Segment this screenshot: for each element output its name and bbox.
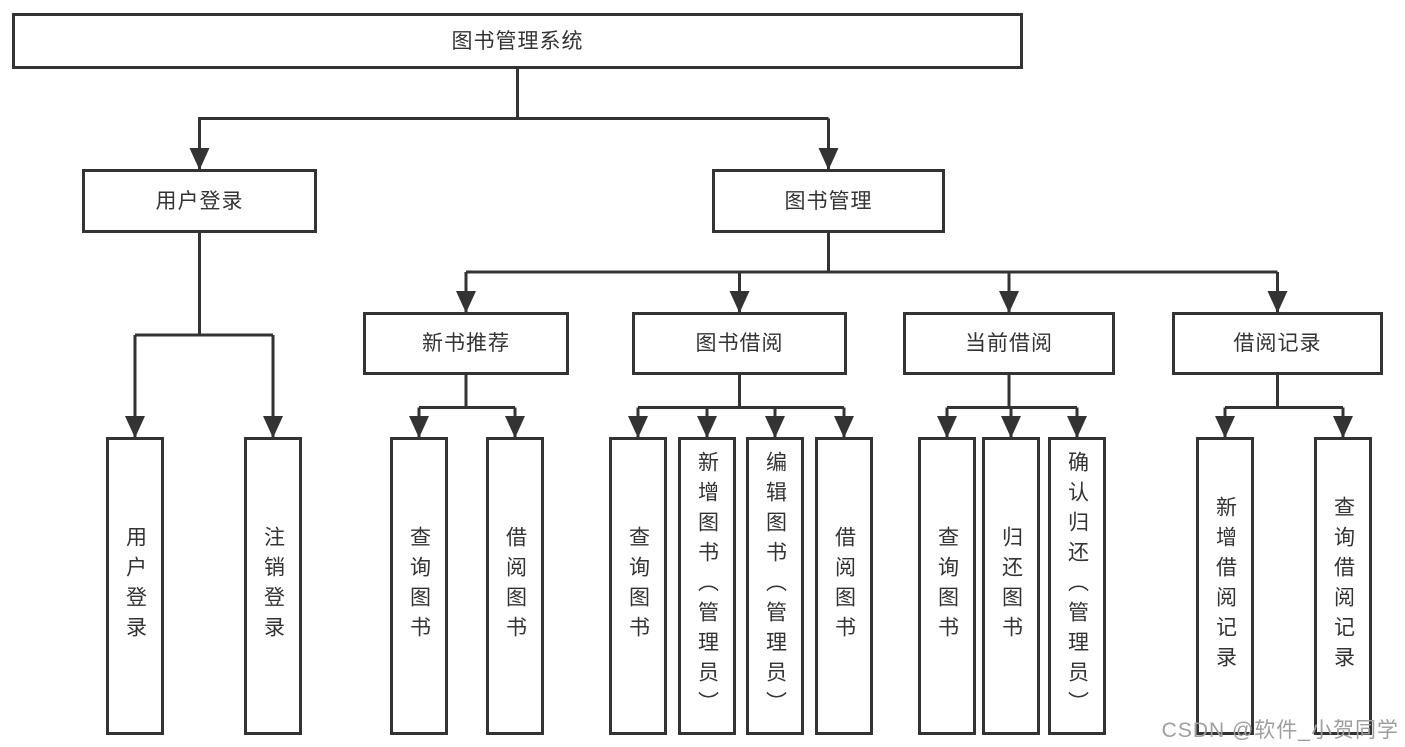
leaf-rec-query-books-box: 查询图书 [390,437,448,735]
bus-new-book-recommend [419,375,515,409]
leaf-records-add-record-box: 新增借阅记录 [1196,437,1254,735]
leaf-borrow-query-books-box: 查询图书 [609,437,667,735]
leaf-current-return-books-box: 归还图书 [982,437,1040,735]
group-borrow-records-box: 借阅记录 [1172,312,1383,375]
branch-user-login-box: 用户登录 [82,169,317,233]
bus-borrow-records [1225,375,1343,409]
leaf-borrow-add-books-box: 新增图书（管理员） [678,437,736,735]
leaf-borrow-borrow-books-box: 借阅图书 [815,437,873,735]
leaf-user-login-box: 用户登录 [106,437,164,735]
leaf-current-confirm-return-box: 确认归还（管理员） [1048,437,1106,735]
leaf-current-query-books-box: 查询图书 [918,437,976,735]
branch-book-management-box: 图书管理 [712,169,945,233]
bus-user-login [135,233,273,337]
group-new-book-recommend-box: 新书推荐 [363,312,569,375]
leaf-rec-borrow-books-box: 借阅图书 [486,437,544,735]
group-current-borrow-box: 当前借阅 [903,312,1115,375]
root-box: 图书管理系统 [12,13,1023,69]
leaf-borrow-edit-books-box: 编辑图书（管理员） [746,437,804,735]
watermark: CSDN @软件_小贺同学 [1161,719,1399,742]
bus-level3 [466,233,1278,274]
bus-current-borrow [947,375,1077,409]
bus-level2 [198,69,829,120]
bus-book-borrow [638,375,844,409]
leaf-logout-box: 注销登录 [244,437,302,735]
leaf-records-query-record-box: 查询借阅记录 [1314,437,1372,735]
group-book-borrow-box: 图书借阅 [632,312,847,375]
